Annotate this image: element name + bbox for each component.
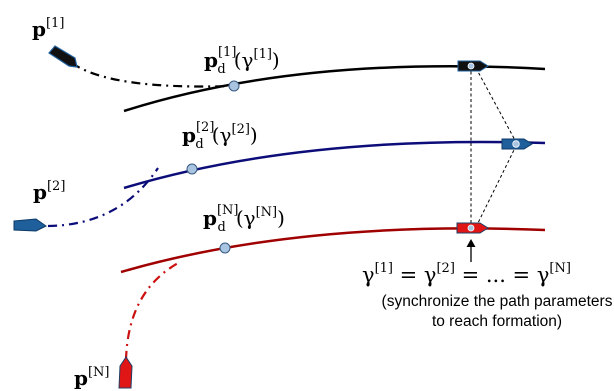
sync-caption-line-1: (synchronize the path parameters xyxy=(381,293,613,310)
sync-equation: γ[1] = γ[2] = ... = γ[N] xyxy=(362,261,571,287)
label-pd2: p[2]d(γ[2]) xyxy=(182,120,258,152)
formation-links xyxy=(470,66,517,229)
label-pd1: p[1]d(γ[1]) xyxy=(204,45,280,77)
vehicle-icon-formation-2 xyxy=(501,138,533,150)
vehicle-icon-2 xyxy=(13,218,47,232)
path-point-marker-n xyxy=(219,242,231,254)
vehicle-icon-formation-1 xyxy=(457,60,489,72)
path-point-marker-1 xyxy=(228,80,240,92)
label-p1: p[1] xyxy=(32,16,64,41)
arrow-up-icon xyxy=(466,239,476,262)
path-1-curve xyxy=(123,64,546,113)
vehicle-icon-n xyxy=(118,356,133,389)
trajectory-2 xyxy=(47,167,159,228)
vehicle-icon-formation-n xyxy=(456,222,489,234)
label-pdn: p[N]d(γ[N]) xyxy=(203,203,285,235)
sync-caption: (synchronize the path parameters to reac… xyxy=(380,292,614,332)
sync-caption-line-2: to reach formation) xyxy=(431,313,563,330)
path-point-marker-2 xyxy=(186,163,198,175)
vehicle-icon-1 xyxy=(48,45,78,68)
label-p2: p[2] xyxy=(33,179,65,204)
path-2-curve xyxy=(123,140,546,190)
trajectory-n xyxy=(124,261,181,361)
label-pn: p[N] xyxy=(74,365,110,390)
